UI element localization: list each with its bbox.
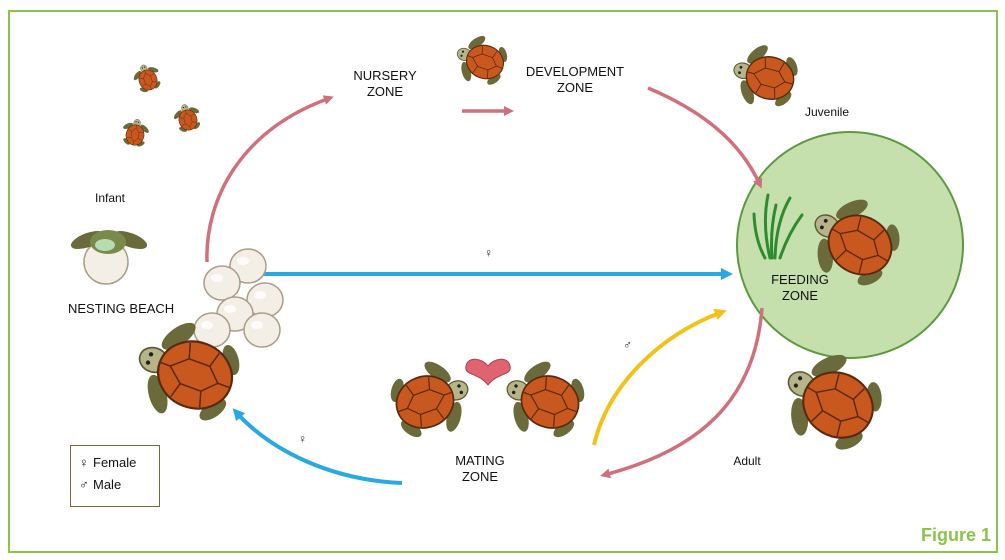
arrow-mating-to-feeding	[594, 312, 722, 445]
development-zone-label: DEVELOPMENT ZONE	[520, 64, 630, 96]
male-symbol-mating-to-feeding: ♂	[623, 338, 632, 352]
feeding-zone-label-line1: FEEDING	[755, 272, 845, 288]
juvenile-label: Juvenile	[787, 104, 867, 120]
arrow-feeding-to-mating	[604, 308, 762, 475]
hatchling-turtle-icon	[170, 101, 205, 135]
arrow-nesting-to-nursery	[207, 98, 330, 262]
nursery-zone-label-line1: NURSERY	[345, 68, 425, 84]
development-zone-label-line2: ZONE	[520, 80, 630, 96]
feeding-zone-label-line2: ZONE	[755, 288, 845, 304]
infant-hatching-icon	[69, 227, 150, 284]
infant-label: Infant	[85, 190, 135, 206]
heart-icon	[466, 359, 510, 385]
adult-label: Adult	[722, 453, 772, 469]
eggs-icon	[194, 249, 283, 347]
male-symbol-icon: ♂	[79, 474, 93, 496]
legend: ♀Female ♂Male	[70, 445, 160, 507]
feeding-zone-label: FEEDING ZONE	[755, 272, 845, 304]
legend-female: ♀Female	[79, 452, 151, 474]
mating-zone-label-line2: ZONE	[440, 469, 520, 485]
female-symbol-mating-to-nesting: ♀	[298, 432, 307, 446]
legend-female-label: Female	[93, 455, 136, 470]
legend-male-label: Male	[93, 477, 121, 492]
nesting-beach-label: NESTING BEACH	[68, 301, 208, 317]
mating-zone-label-line1: MATING	[440, 453, 520, 469]
hatchling-turtle-icon	[119, 117, 152, 149]
arrow-development-to-feeding	[648, 88, 760, 185]
female-symbol-icon: ♀	[79, 452, 93, 474]
figure-label: Figure 1	[921, 525, 991, 546]
hatchling-turtle-icon	[129, 60, 165, 96]
mating-zone-label: MATING ZONE	[440, 453, 520, 485]
legend-male: ♂Male	[79, 474, 151, 496]
nursery-zone-label-line2: ZONE	[345, 84, 425, 100]
mating-turtle-left-icon	[379, 349, 481, 452]
development-turtle-icon	[449, 28, 515, 94]
female-symbol-nesting-to-feeding: ♀	[484, 246, 493, 260]
development-zone-label-line1: DEVELOPMENT	[520, 64, 630, 80]
arrow-mating-to-nesting	[236, 412, 402, 483]
nursery-zone-label: NURSERY ZONE	[345, 68, 425, 100]
